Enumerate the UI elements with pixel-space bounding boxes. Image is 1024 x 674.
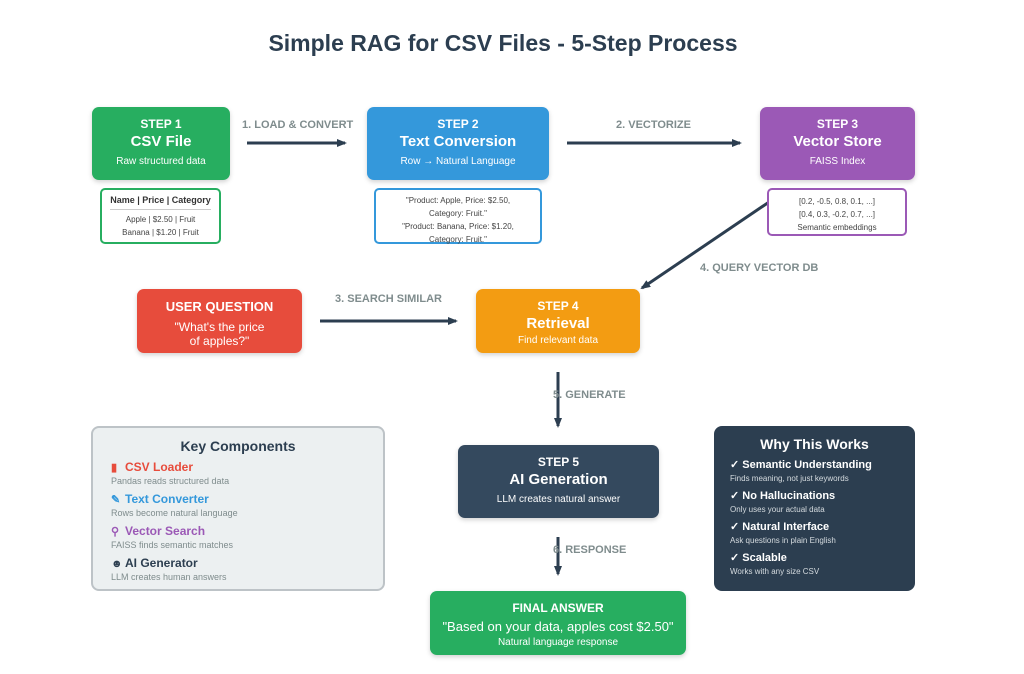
vector-sample-line: [0.2, -0.5, 0.8, 0.1, ...] (798, 197, 876, 206)
page-title: Simple RAG for CSV Files - 5-Step Proces… (268, 30, 738, 56)
final-answer-kicker: FINAL ANSWER (512, 601, 604, 615)
component-desc: Pandas reads structured data (111, 476, 230, 486)
final-answer-text: "Based on your data, apples cost $2.50" (442, 619, 674, 634)
bar-chart-icon: ▮ (111, 462, 118, 474)
step-1-subtitle: Raw structured data (116, 156, 206, 167)
component-csv-loader: ▮ CSV Loader Pandas reads structured data (111, 460, 383, 486)
step-2-text-conversion: STEP 2 Text Conversion Row → Natural Lan… (367, 107, 549, 180)
magnifier-icon: ⚲ (111, 526, 120, 538)
label-search-similar: 3. SEARCH SIMILAR (335, 293, 442, 305)
user-question-box: USER QUESTION "What's the price of apple… (137, 289, 302, 353)
why-title: Why This Works (760, 436, 869, 452)
step-3-title: Vector Store (793, 133, 882, 150)
why-item: ✓ Semantic Understanding Finds meaning, … (730, 458, 915, 483)
component-name: Text Converter (125, 492, 209, 506)
robot-icon: ☻ (111, 558, 123, 570)
why-item-name: ✓ No Hallucinations (730, 490, 836, 502)
vector-sample-line: [0.4, 0.3, -0.2, 0.7, ...] (798, 210, 876, 219)
step-2-title: Text Conversion (399, 133, 517, 150)
component-desc: FAISS finds semantic matches (111, 540, 234, 550)
memo-icon: ✎ (111, 494, 121, 506)
text-conversion-sample: "Product: Apple, Price: $2.50, Category:… (374, 188, 542, 244)
step-1-title: CSV File (130, 133, 192, 150)
component-desc: LLM creates human answers (111, 572, 227, 582)
why-item-name: ✓ Natural Interface (730, 521, 830, 533)
final-answer-subtitle: Natural language response (497, 637, 619, 648)
user-question-line: of apples?" (189, 334, 250, 348)
step-3-kicker: STEP 3 (816, 117, 859, 131)
step-4-title: Retrieval (526, 315, 590, 332)
step-4-subtitle: Find relevant data (517, 335, 599, 346)
component-vector-search: ⚲ Vector Search FAISS finds semantic matc… (111, 524, 383, 550)
text-sample-line: "Product: Apple, Price: $2.50, (405, 196, 511, 205)
final-answer-box: FINAL ANSWER "Based on your data, apples… (430, 591, 686, 655)
step-5-subtitle: LLM creates natural answer (496, 494, 621, 505)
label-response: 6. RESPONSE (553, 544, 627, 556)
csv-sample-table: Name | Price | Category Apple | $2.50 | … (100, 188, 221, 244)
key-components-title: Key Components (180, 438, 296, 454)
vector-sample-line: Semantic embeddings (797, 223, 877, 232)
csv-sample-row: Banana | $1.20 | Fruit (122, 228, 199, 237)
why-item-desc: Finds meaning, not just keywords (730, 474, 849, 483)
step-5-kicker: STEP 5 (537, 455, 580, 469)
step-1-kicker: STEP 1 (140, 117, 182, 131)
vector-sample: [0.2, -0.5, 0.8, 0.1, ...] [0.4, 0.3, -0… (767, 188, 907, 236)
arrow-query (640, 196, 776, 290)
text-sample-line: Category: Fruit." (429, 209, 487, 218)
why-item-desc: Only uses your actual data (730, 505, 825, 514)
why-item: ✓ No Hallucinations Only uses your actua… (730, 489, 915, 514)
key-components-panel: Key Components ▮ CSV Loader Pandas reads … (91, 426, 385, 591)
why-item-name: ✓ Semantic Understanding (730, 459, 872, 471)
label-load-convert: 1. LOAD & CONVERT (242, 119, 354, 131)
component-desc: Rows become natural language (111, 508, 238, 518)
component-text-converter: ✎ Text Converter Rows become natural lang… (111, 492, 383, 518)
csv-sample-row: Apple | $2.50 | Fruit (125, 215, 196, 224)
why-item-desc: Ask questions in plain English (730, 536, 836, 545)
why-item-name: ✓ Scalable (730, 552, 787, 564)
step-2-subtitle: Row → Natural Language (400, 156, 516, 167)
step-2-kicker: STEP 2 (437, 117, 479, 131)
text-sample-line: Category: Fruit." (429, 235, 487, 244)
component-name: CSV Loader (125, 460, 194, 474)
user-question-kicker: USER QUESTION (165, 299, 274, 314)
user-question-line: "What's the price (174, 320, 265, 334)
why-item-desc: Works with any size CSV (730, 567, 820, 576)
why-item: ✓ Natural Interface Ask questions in pla… (730, 520, 915, 545)
csv-sample-header: Name | Price | Category (110, 194, 211, 210)
why-item: ✓ Scalable Works with any size CSV (730, 551, 915, 576)
step-3-subtitle: FAISS Index (809, 156, 866, 167)
step-3-vector-store: STEP 3 Vector Store FAISS Index (760, 107, 915, 180)
label-query-vector-db: 4. QUERY VECTOR DB (700, 262, 819, 274)
step-4-kicker: STEP 4 (537, 299, 579, 313)
step-4-retrieval: STEP 4 Retrieval Find relevant data (476, 289, 640, 353)
component-name: AI Generator (125, 556, 198, 570)
label-vectorize: 2. VECTORIZE (616, 119, 691, 131)
component-name: Vector Search (125, 524, 206, 538)
text-sample-line: "Product: Banana, Price: $1.20, (402, 222, 514, 231)
label-generate: 5. GENERATE (553, 389, 626, 401)
why-this-works-panel: Why This Works ✓ Semantic Understanding … (714, 426, 915, 591)
step-1-csv-file: STEP 1 CSV File Raw structured data (92, 107, 230, 180)
step-5-ai-generation: STEP 5 AI Generation LLM creates natural… (458, 445, 659, 518)
step-5-title: AI Generation (509, 471, 608, 488)
component-ai-generator: ☻AI Generator LLM creates human answers (111, 556, 383, 582)
